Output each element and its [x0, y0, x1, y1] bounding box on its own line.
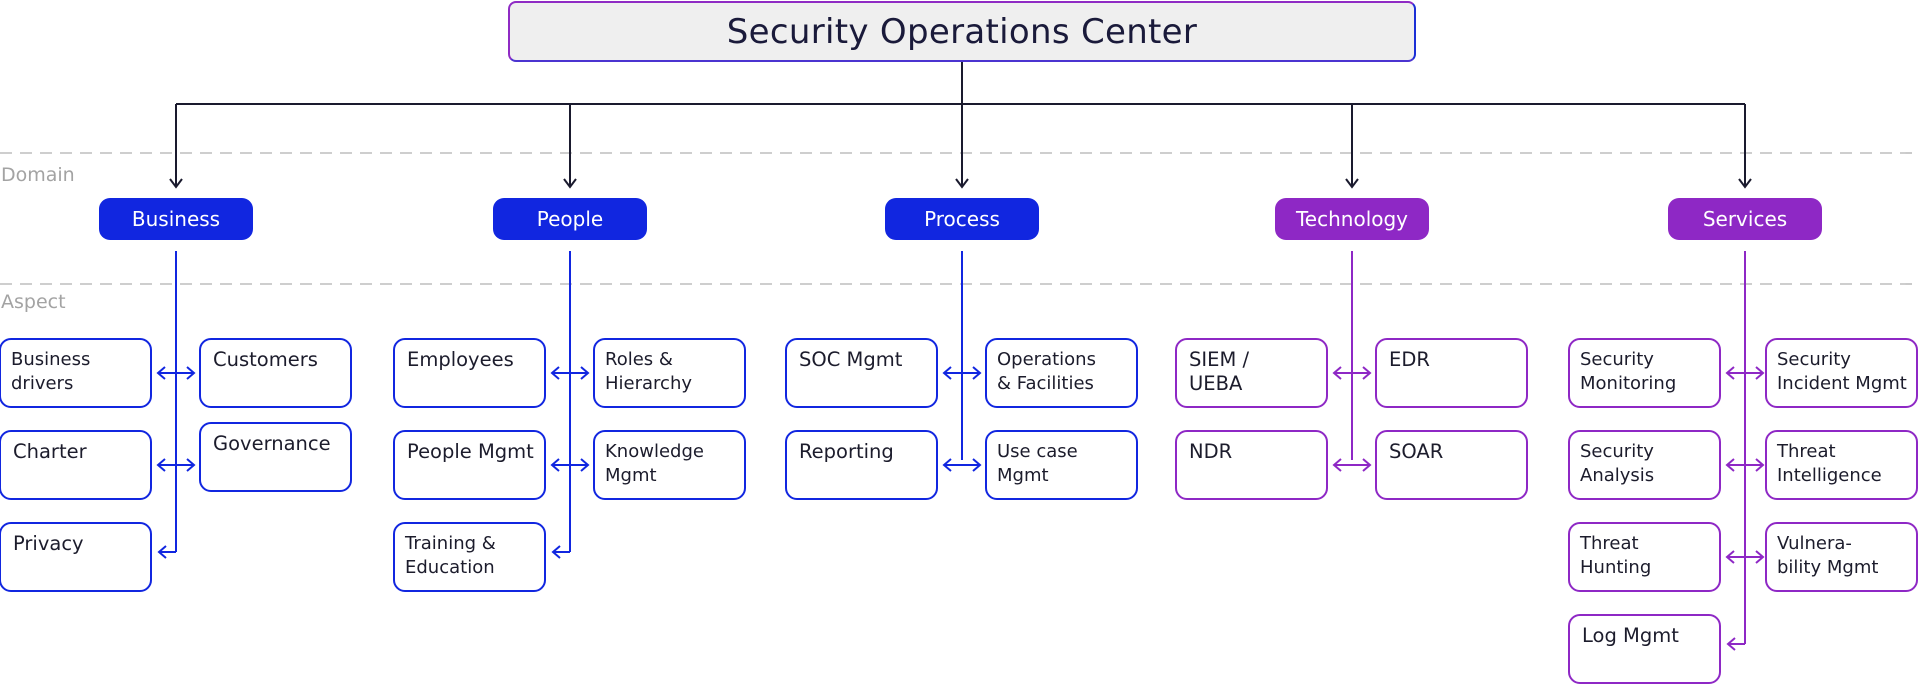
domain-label: Business	[131, 207, 221, 231]
arrow-left-4-3	[1726, 637, 1736, 651]
arrow-left-4-0	[1725, 366, 1735, 380]
aspect-label: Business drivers	[11, 349, 91, 394]
aspect-siem-ueba: SIEM / UEBA	[1175, 338, 1328, 408]
aspect-label: Training & Education	[405, 533, 496, 578]
aspect-soc-mgmt: SOC Mgmt	[785, 338, 938, 408]
arrow-right-4-0	[1755, 366, 1765, 380]
aspect-log-mgmt: Log Mgmt	[1568, 614, 1721, 684]
arrow-left-3-1	[1332, 458, 1342, 472]
aspect-edr: EDR	[1375, 338, 1528, 408]
arrow-right-4-2	[1755, 550, 1765, 564]
aspect-label: Privacy	[13, 532, 84, 555]
domain-process: Process	[885, 198, 1039, 240]
arrow-right-2-0	[972, 366, 982, 380]
arrow-left-0-2	[157, 545, 167, 559]
aspect-label: Operations & Facilities	[997, 349, 1096, 394]
aspect-security-monitoring: Security Monitoring	[1568, 338, 1721, 408]
aspect-business-drivers: Business drivers	[0, 338, 152, 408]
aspect-security-incident-mgmt: Security Incident Mgmt	[1765, 338, 1918, 408]
aspect-label: Log Mgmt	[1582, 624, 1679, 647]
arrow-right-1-0	[580, 366, 590, 380]
branch-arrow-3	[1345, 178, 1359, 189]
aspect-people-mgmt: People Mgmt	[393, 430, 546, 500]
aspect-label: Knowledge Mgmt	[605, 441, 704, 486]
aspect-label: NDR	[1189, 440, 1233, 463]
aspect-label: Security Analysis	[1580, 441, 1655, 486]
aspect-label: Threat Intelligence	[1777, 441, 1882, 486]
arrow-right-1-1	[580, 458, 590, 472]
title-box: Security Operations Center	[508, 1, 1416, 62]
domain-people: People	[493, 198, 647, 240]
aspect-label: EDR	[1389, 348, 1430, 371]
aspect-label: SOC Mgmt	[799, 348, 903, 371]
aspect-label: Customers	[213, 348, 318, 371]
arrow-left-1-0	[550, 366, 560, 380]
aspect-knowledge-mgmt: Knowledge Mgmt	[593, 430, 746, 500]
arrow-left-2-0	[942, 366, 952, 380]
arrow-left-0-1	[156, 458, 166, 472]
aspect-label: People Mgmt	[407, 440, 534, 463]
arrow-right-2-1	[972, 458, 982, 472]
arrow-left-0-0	[156, 366, 166, 380]
aspect-threat-intelligence: Threat Intelligence	[1765, 430, 1918, 500]
aspect-label: Reporting	[799, 440, 894, 463]
aspect-security-analysis: Security Analysis	[1568, 430, 1721, 500]
aspect-label: SOAR	[1389, 440, 1444, 463]
arrow-left-2-1	[942, 458, 952, 472]
domain-business: Business	[99, 198, 253, 240]
aspect-label: Security Incident Mgmt	[1777, 349, 1907, 394]
aspect-training-education: Training & Education	[393, 522, 546, 592]
aspect-employees: Employees	[393, 338, 546, 408]
diagram-title: Security Operations Center	[726, 11, 1198, 52]
aspect-label: Charter	[13, 440, 87, 463]
domain-label: Process	[924, 207, 1000, 231]
arrow-left-3-0	[1332, 366, 1342, 380]
aspect-label: Threat Hunting	[1580, 533, 1652, 578]
aspect-label: Security Monitoring	[1580, 349, 1677, 394]
arrow-right-0-1	[186, 458, 196, 472]
aspect-reporting: Reporting	[785, 430, 938, 500]
aspect-vulnera-bility-mgmt: Vulnera- bility Mgmt	[1765, 522, 1918, 592]
aspect-threat-hunting: Threat Hunting	[1568, 522, 1721, 592]
aspect-label: Roles & Hierarchy	[605, 349, 693, 394]
domain-label: Services	[1702, 207, 1788, 231]
tier-label-domain: Domain	[1, 164, 75, 186]
aspect-ndr: NDR	[1175, 430, 1328, 500]
domain-label: Technology	[1295, 207, 1409, 231]
domain-services: Services	[1668, 198, 1822, 240]
aspect-use-case-mgmt: Use case Mgmt	[985, 430, 1138, 500]
arrow-left-1-1	[550, 458, 560, 472]
aspect-label: Governance	[213, 432, 331, 455]
arrow-right-3-1	[1362, 458, 1372, 472]
aspect-label: Employees	[407, 348, 514, 371]
aspect-soar: SOAR	[1375, 430, 1528, 500]
arrow-right-4-1	[1755, 458, 1765, 472]
aspect-governance: Governance	[199, 422, 352, 492]
aspect-roles-hierarchy: Roles & Hierarchy	[593, 338, 746, 408]
aspect-privacy: Privacy	[0, 522, 152, 592]
branch-arrow-4	[1738, 178, 1752, 189]
arrow-right-0-0	[186, 366, 196, 380]
aspect-label: Vulnera- bility Mgmt	[1777, 533, 1879, 578]
branch-arrow-1	[563, 178, 577, 189]
branch-arrow-0	[169, 178, 183, 189]
arrow-left-4-2	[1725, 550, 1735, 564]
aspect-label: Use case Mgmt	[997, 441, 1078, 486]
arrow-right-3-0	[1362, 366, 1372, 380]
aspect-operations-facilities: Operations & Facilities	[985, 338, 1138, 408]
aspect-label: SIEM / UEBA	[1189, 348, 1250, 395]
domain-technology: Technology	[1275, 198, 1429, 240]
domain-label: People	[536, 207, 604, 231]
aspect-customers: Customers	[199, 338, 352, 408]
aspect-charter: Charter	[0, 430, 152, 500]
branch-arrow-2	[955, 178, 969, 189]
arrow-left-4-1	[1725, 458, 1735, 472]
arrow-left-1-2	[551, 545, 561, 559]
tier-label-aspect: Aspect	[1, 291, 66, 313]
